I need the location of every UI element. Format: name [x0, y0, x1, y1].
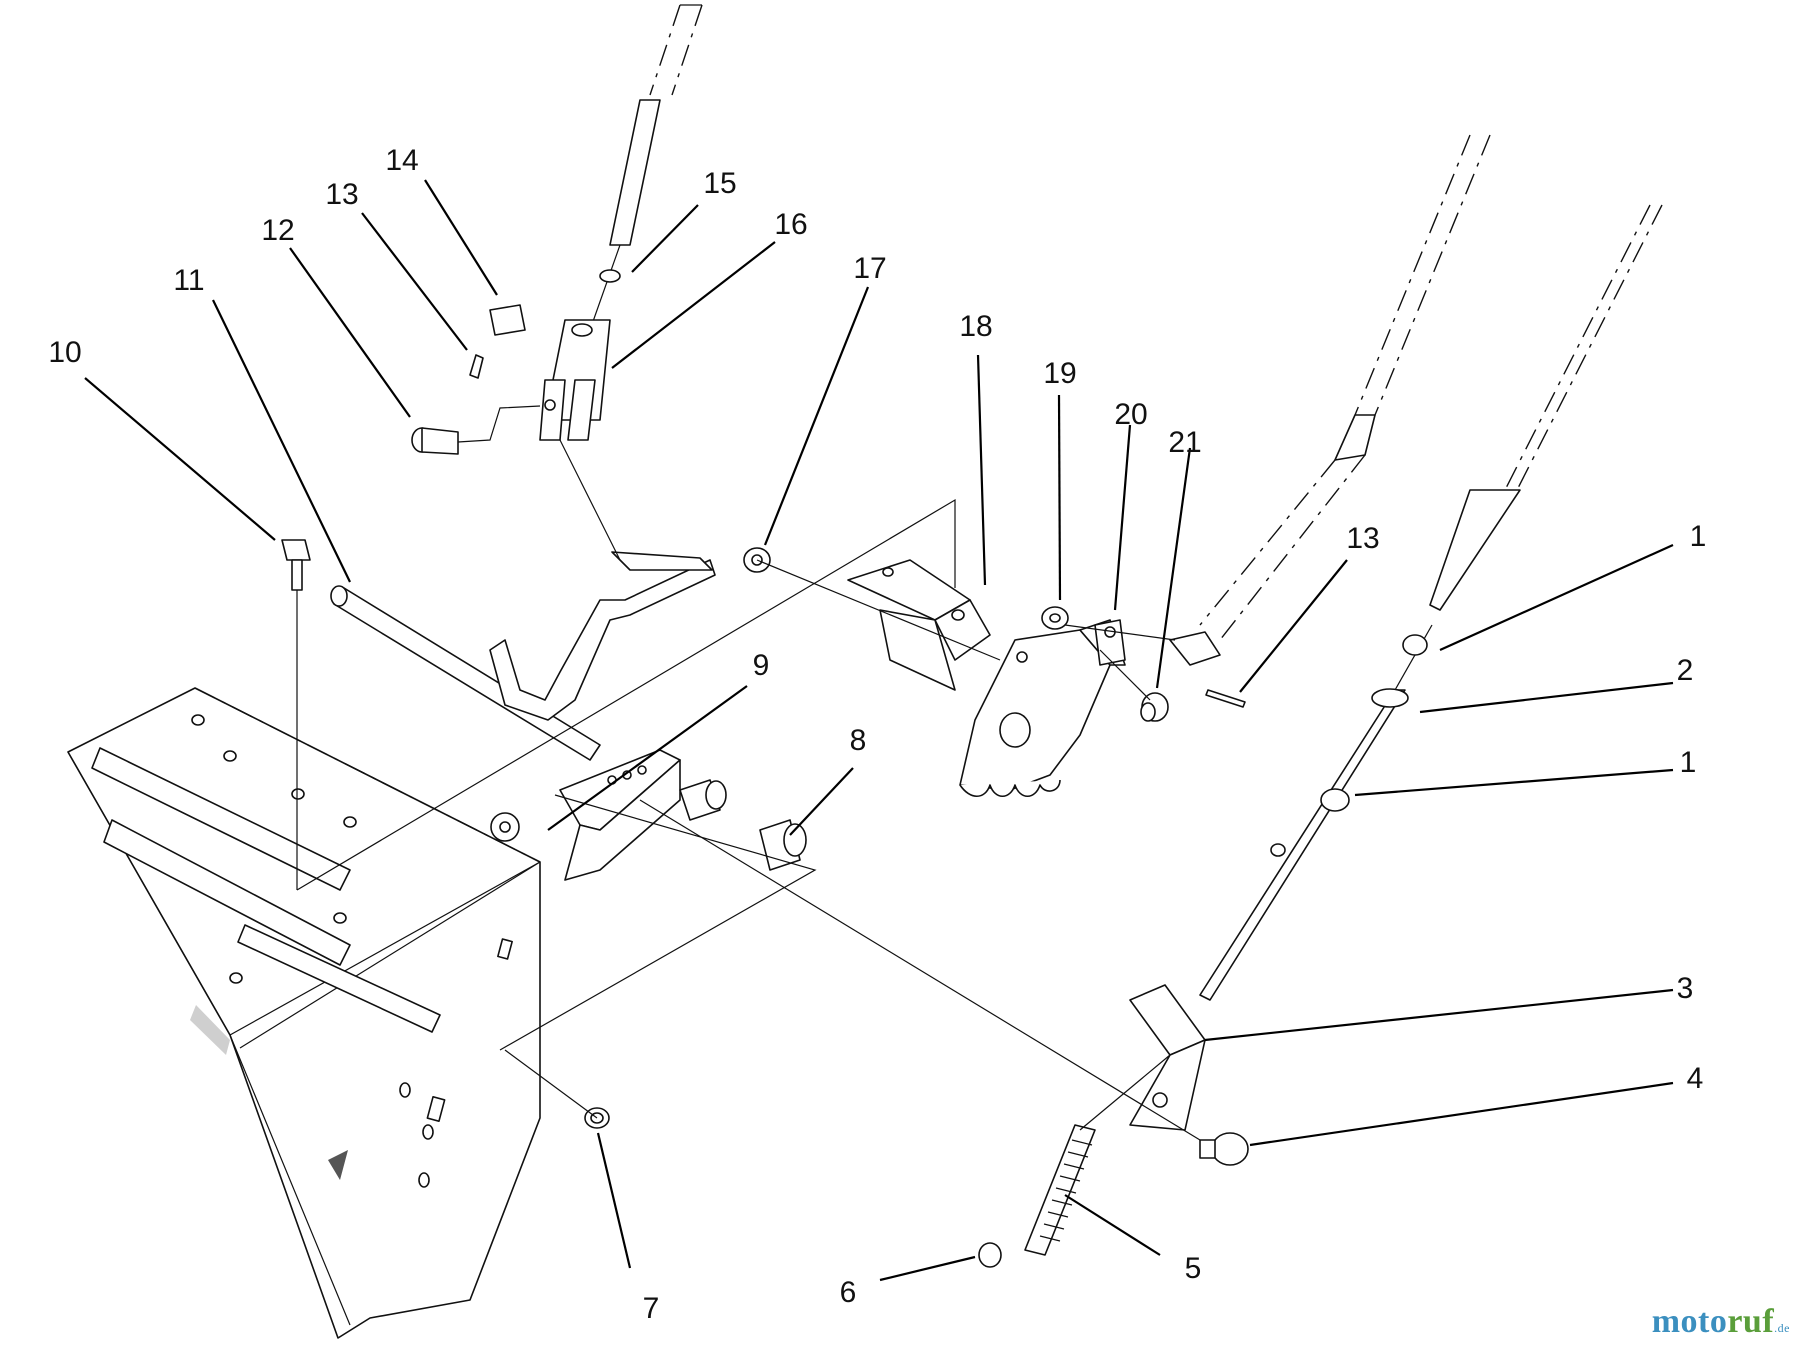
- watermark-part-b: ruf: [1727, 1303, 1775, 1340]
- callout-6: 6: [840, 1276, 857, 1309]
- callout-4: 4: [1687, 1062, 1704, 1095]
- construction-lines: [296, 498, 1201, 1141]
- nut-15: [599, 269, 621, 283]
- grommet-2: [1371, 688, 1409, 708]
- callout-10: 10: [48, 336, 81, 369]
- callout-1-lower: 1: [1680, 746, 1697, 779]
- callout-18: 18: [959, 310, 992, 343]
- callout-20: 20: [1114, 398, 1147, 431]
- nut-21: [1140, 692, 1169, 722]
- washer-19-hole: [1049, 613, 1061, 623]
- clevis-pin-12: [411, 405, 541, 455]
- callout-14: 14: [385, 144, 418, 177]
- watermark-part-c: .de: [1774, 1321, 1790, 1335]
- watermark-part-a: moto: [1651, 1303, 1728, 1340]
- rod-ferrule: [1270, 843, 1286, 857]
- nut-1-lower: [1320, 788, 1350, 812]
- callout-13-lower: 13: [1346, 522, 1379, 555]
- bolt-10: [281, 539, 311, 890]
- callout-17: 17: [853, 252, 886, 285]
- callout-19: 19: [1043, 357, 1076, 390]
- nut-9-hole: [499, 821, 511, 833]
- leader-lines: [84, 179, 1674, 1282]
- callout-21: 21: [1168, 426, 1201, 459]
- callout-16: 16: [774, 208, 807, 241]
- bracket-3: [1129, 984, 1206, 1131]
- callout-labels: 1 2 1 3 4 5 6 7 8 9 10 11 12 13 14 15 16…: [48, 144, 1706, 1325]
- bolt-4: [1199, 1132, 1249, 1166]
- callout-8: 8: [850, 724, 867, 757]
- clip-14: [489, 304, 526, 336]
- upper-right-rod: [1169, 134, 1491, 666]
- nut-6: [978, 1242, 1002, 1268]
- cotter-pin-13-lower: [1205, 689, 1246, 708]
- spring-5: [1024, 1124, 1096, 1256]
- right-rod: [1199, 204, 1663, 1001]
- linkage-rod: [489, 551, 716, 721]
- cotter-pin-13-upper: [469, 354, 484, 379]
- upper-rod: [589, 4, 703, 331]
- pivot-bracket: [559, 749, 681, 881]
- nut-1-upper: [1402, 634, 1428, 656]
- clevis-link-line: [559, 439, 621, 561]
- watermark-logo: motoruf.de: [1652, 1303, 1790, 1341]
- callout-9: 9: [753, 649, 770, 682]
- callout-12: 12: [261, 214, 294, 247]
- callout-1-upper: 1: [1690, 520, 1707, 553]
- callout-15: 15: [703, 167, 736, 200]
- bushing-8: [679, 779, 807, 871]
- frame-housing: [67, 687, 541, 1339]
- callout-13-upper: 13: [325, 178, 358, 211]
- callout-2: 2: [1677, 654, 1694, 687]
- callout-5: 5: [1185, 1252, 1202, 1285]
- callout-11: 11: [173, 264, 204, 297]
- callout-3: 3: [1677, 972, 1694, 1005]
- callout-7: 7: [643, 1292, 660, 1325]
- pivot-20: [1094, 619, 1126, 666]
- clevis-16: [539, 319, 611, 441]
- bracket-18: [847, 559, 991, 691]
